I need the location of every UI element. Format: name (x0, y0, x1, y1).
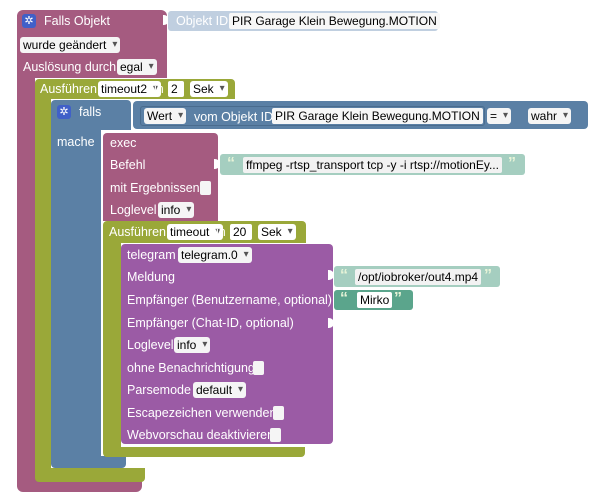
escape-label: Escapezeichen verwenden (127, 406, 277, 420)
quote-close-icon: ” (484, 267, 492, 284)
telegram-label: telegram (127, 248, 176, 262)
quote-close-icon: ” (508, 155, 516, 172)
preview-checkbox[interactable] (270, 428, 281, 442)
timeout-outer-label: Ausführen (40, 82, 97, 96)
timeout-inner-in: in (216, 225, 226, 239)
value-type-dropdown[interactable]: Wert (144, 108, 187, 124)
message-value[interactable]: /opt/iobroker/out4.mp4 (355, 269, 482, 285)
timeout-outer-footer (35, 468, 145, 482)
telegram-loglevel-dropdown[interactable]: info (174, 337, 211, 353)
timeout-outer-unit[interactable]: Sek (190, 81, 228, 97)
timeout-outer-left-arm (35, 99, 51, 474)
quote-open-icon: “ (340, 290, 348, 307)
telegram-loglevel-label: Loglevel (127, 338, 174, 352)
compare-object-value[interactable]: PIR Garage Klein Bewegung.MOTION (272, 108, 483, 124)
timeout-inner-label: Ausführen (109, 225, 166, 239)
no-notify-label: ohne Benachrichtigung (127, 361, 255, 375)
quote-open-icon: “ (340, 267, 348, 284)
parsemode-label: Parsemode (127, 383, 191, 397)
recipient-label: Empfänger (Benutzername, optional) (127, 293, 332, 307)
timeout-inner-footer (103, 447, 305, 457)
timeout-inner-left-arm (103, 243, 121, 453)
trigger-label: Auslösung durch (23, 60, 117, 74)
event-block-left-arm (17, 78, 35, 478)
if-label: falls (79, 105, 102, 119)
input-notch (328, 270, 334, 280)
object-id-label: Objekt ID (176, 14, 229, 28)
exec-loglevel-dropdown[interactable]: info (158, 202, 195, 218)
recipient-value[interactable]: Mirko (357, 292, 393, 308)
event-block[interactable] (17, 10, 167, 32)
command-label: Befehl (110, 158, 146, 172)
with-results-checkbox[interactable] (200, 181, 211, 195)
telegram-instance-dropdown[interactable]: telegram.0 (178, 247, 252, 263)
input-notch (328, 318, 334, 328)
with-results-label: mit Ergebnissen (110, 181, 200, 195)
operator-dropdown[interactable]: = (487, 108, 512, 124)
if-block-footer (51, 456, 126, 468)
object-id-value[interactable]: PIR Garage Klein Bewegung.MOTION (229, 13, 440, 29)
escape-checkbox[interactable] (273, 406, 284, 420)
gear-icon[interactable]: ✲ (22, 14, 36, 28)
input-notch (163, 15, 169, 25)
timeout-outer-value[interactable]: 2 (168, 81, 184, 97)
condition-dropdown[interactable]: wurde geändert (20, 37, 121, 53)
exec-loglevel-label: Loglevel (110, 203, 157, 217)
timeout-inner-name[interactable]: timeout (167, 224, 224, 240)
preview-label: Webvorschau deaktivieren (127, 428, 275, 442)
input-notch (214, 159, 220, 169)
parsemode-dropdown[interactable]: default (193, 382, 247, 398)
gear-icon[interactable]: ✲ (57, 105, 71, 119)
from-object-label: vom Objekt ID (194, 110, 274, 124)
message-label: Meldung (127, 270, 175, 284)
no-notify-checkbox[interactable] (253, 361, 264, 375)
quote-close-icon: ” (394, 290, 402, 307)
timeout-outer-in: in (154, 82, 164, 96)
timeout-inner-unit[interactable]: Sek (258, 224, 296, 240)
do-label: mache (57, 135, 95, 149)
if-block-left-arm (51, 130, 101, 460)
telegram-block[interactable] (121, 244, 333, 444)
timeout-outer-name[interactable]: timeout2 (98, 81, 162, 97)
command-value[interactable]: ffmpeg -rtsp_transport tcp -y -i rtsp://… (243, 157, 502, 173)
chat-id-label: Empfänger (Chat-ID, optional) (127, 316, 294, 330)
exec-title: exec (110, 136, 137, 150)
quote-open-icon: “ (227, 155, 235, 172)
trigger-dropdown[interactable]: egal (117, 59, 157, 75)
timeout-inner-value[interactable]: 20 (230, 224, 252, 240)
event-title: Falls Objekt (44, 14, 110, 28)
compare-value-dropdown[interactable]: wahr (528, 108, 572, 124)
